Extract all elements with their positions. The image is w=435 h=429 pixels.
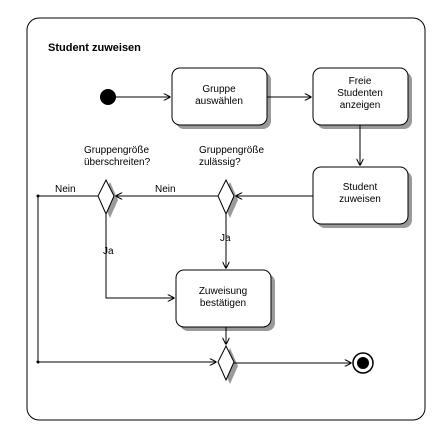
edge-ueberschreiten-ja: [105, 214, 174, 298]
edge-label-ja-left: Ja: [103, 246, 114, 257]
action-gruppe-auswaehlen: Gruppe auswählen: [171, 67, 271, 129]
svg-text:anzeigen: anzeigen: [340, 100, 381, 111]
svg-text:Zuweisung: Zuweisung: [199, 286, 247, 297]
merge-node: [217, 344, 238, 384]
edge-label-nein-inner: Nein: [155, 184, 176, 195]
edge-label-nein-outer: Nein: [55, 184, 76, 195]
svg-text:auswählen: auswählen: [195, 96, 243, 107]
action-freie-studenten-anzeigen: Freie Studenten anzeigen: [312, 67, 412, 129]
edge-corner-dot: [36, 360, 40, 364]
decision-groesse-zulaessig: [217, 178, 238, 218]
svg-text:Freie: Freie: [349, 76, 372, 87]
decision-groesse-ueberschreiten: [97, 178, 118, 218]
svg-text:Gruppe: Gruppe: [202, 84, 236, 95]
action-zuweisung-bestaetigen: Zuweisung bestätigen: [175, 269, 275, 331]
edges: [37, 97, 360, 363]
guard-groesse-zulaessig-line1: Gruppengröße: [199, 145, 264, 156]
final-node: [352, 352, 374, 374]
svg-text:Studenten: Studenten: [337, 88, 383, 99]
edge-label-ja-center: Ja: [220, 233, 231, 244]
activity-frame: [26, 17, 426, 421]
svg-text:zuweisen: zuweisen: [339, 194, 381, 205]
diagram-title: Student zuweisen: [48, 42, 141, 54]
svg-text:Student: Student: [343, 182, 378, 193]
edge-corner-dot: [36, 194, 40, 198]
initial-node: [100, 89, 116, 105]
guard-groesse-ueberschreiten-line1: Gruppengröße: [84, 145, 149, 156]
action-student-zuweisen: Student zuweisen: [312, 166, 412, 228]
edge-ueberschreiten-nein: [37, 195, 216, 362]
svg-text:bestätigen: bestätigen: [200, 298, 246, 309]
guard-groesse-ueberschreiten-line2: überschreiten?: [84, 157, 151, 168]
guard-groesse-zulaessig-line2: zulässig?: [199, 157, 241, 168]
